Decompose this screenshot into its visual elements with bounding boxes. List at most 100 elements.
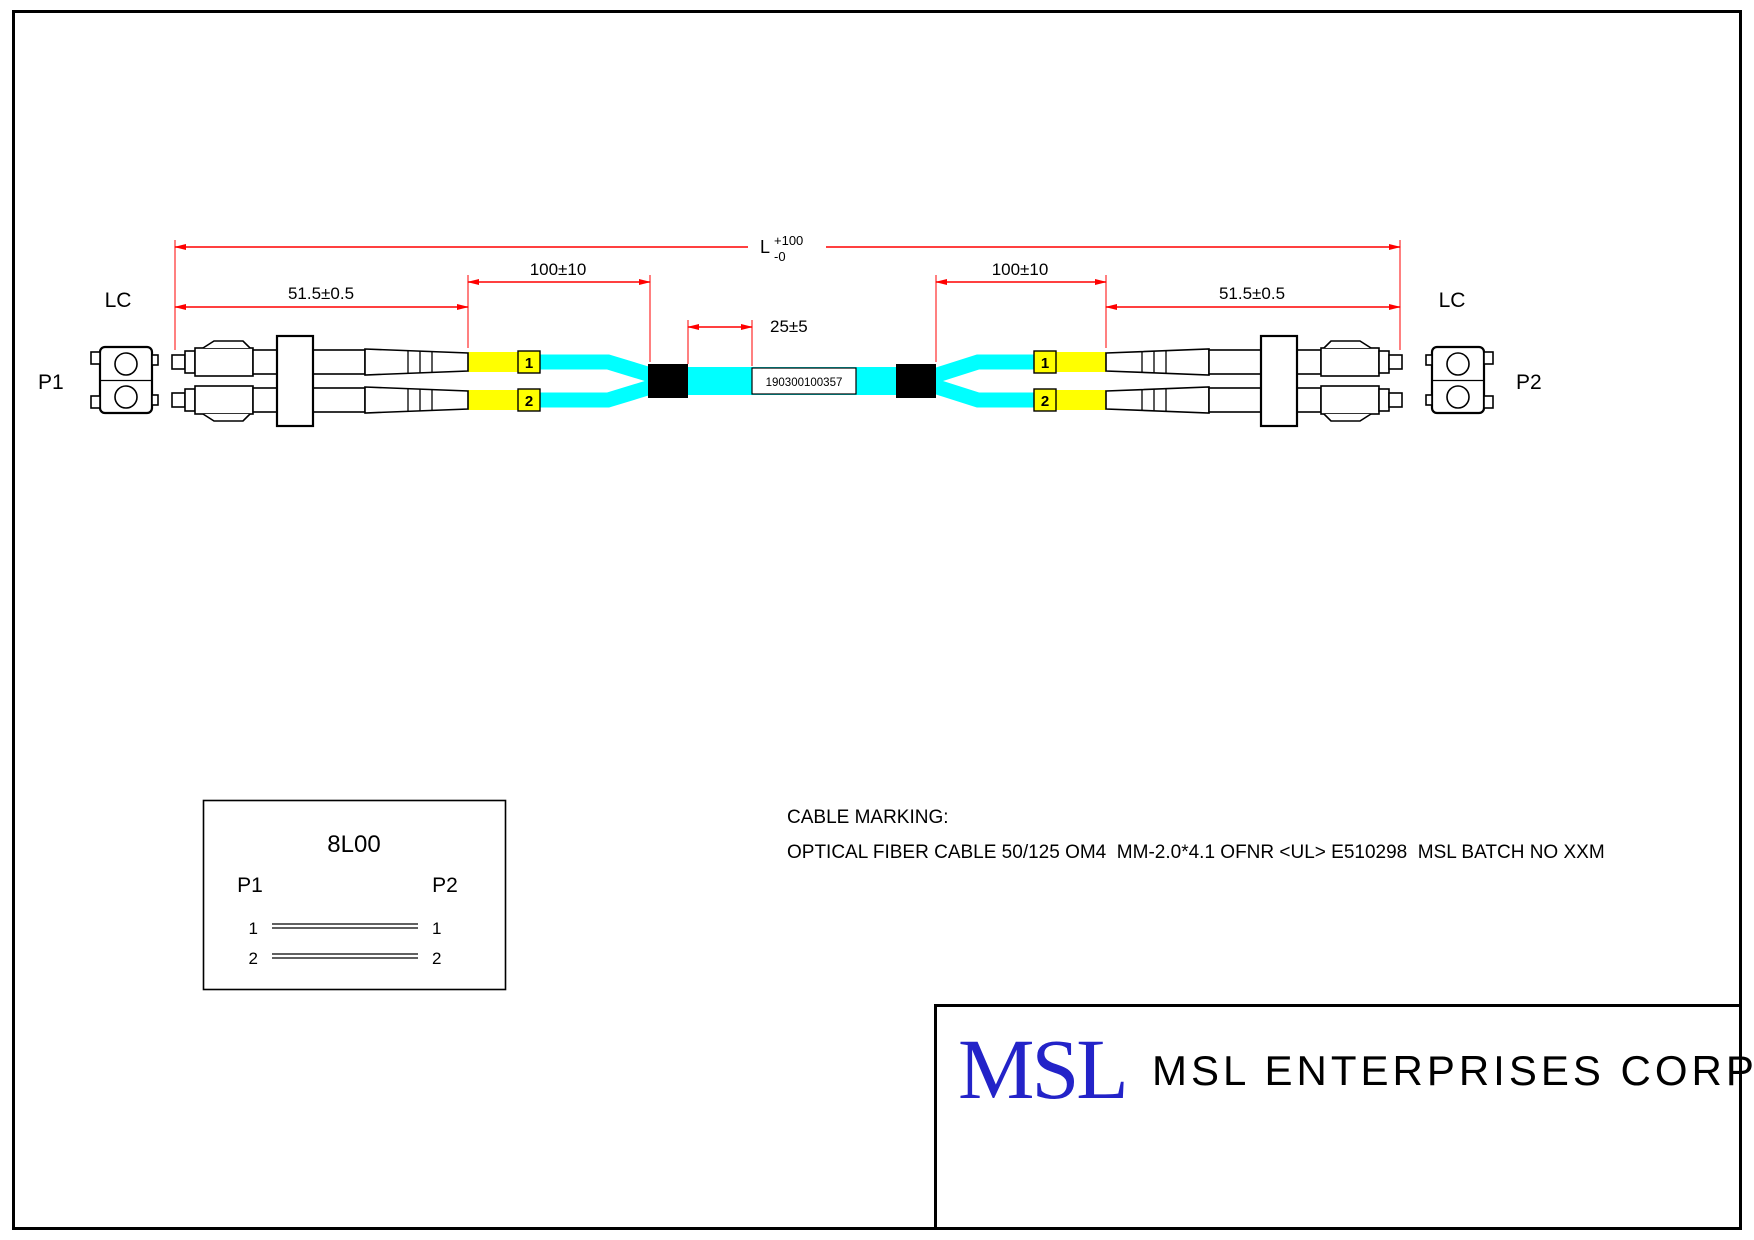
overall-dim-base: L xyxy=(760,237,770,257)
fiber2-breakout-left xyxy=(540,378,657,408)
left-ferrule-top-icon xyxy=(114,352,138,376)
right-bottom-back xyxy=(1296,387,1322,413)
right-connector xyxy=(1105,334,1403,428)
left-duplex-clip xyxy=(275,334,315,428)
dimension-right-connector-section: 51.5±0.5 xyxy=(1105,275,1401,348)
left-top-flange xyxy=(184,350,196,374)
title-block: MSL MSL ENTERPRISES CORP. xyxy=(934,1004,1754,1230)
end-p1-label: P1 xyxy=(38,371,64,394)
fiber2-marker-left xyxy=(517,388,541,412)
left-bottom-back xyxy=(252,387,278,413)
left-top-back xyxy=(252,349,278,375)
polarity-diagram: 8L00 P1 P2 1 1 2 2 xyxy=(202,799,507,991)
right-duplex-clip xyxy=(1259,334,1299,428)
dimension-left-connector-section: 51.5±0.5 xyxy=(174,275,469,348)
dimension-right-breakout: 100±10 xyxy=(935,260,1107,362)
cable-marking-title: CABLE MARKING: xyxy=(787,807,949,828)
fiber1-marker-right-text: 1 xyxy=(1041,355,1049,372)
dimension-overall-length: L +100 -0 xyxy=(174,233,1401,350)
polarity-box xyxy=(202,799,507,991)
polarity-p1-header: P1 xyxy=(237,874,263,897)
left-ferrule-bottom-icon xyxy=(114,385,138,409)
right-top-ferrule xyxy=(1388,354,1403,370)
overall-dim-plus-tol: +100 xyxy=(774,233,803,248)
cable-marking-note: CABLE MARKING: OPTICAL FIBER CABLE 50/12… xyxy=(787,807,1605,863)
left-top-latch xyxy=(202,340,251,349)
fiber2-breakout-right xyxy=(931,378,1036,408)
left-end-view-tab-top xyxy=(151,354,159,366)
polarity-row2-left: 2 xyxy=(249,949,258,968)
right-end-view-tab-bottom xyxy=(1425,394,1433,406)
title-block-border xyxy=(934,1004,1742,1230)
right-end-view-latch-top xyxy=(1483,351,1494,365)
right-top-latch xyxy=(1323,340,1372,349)
polarity-row1-left: 1 xyxy=(249,919,258,938)
left-top-boot xyxy=(364,348,469,376)
right-bottom-ferrule xyxy=(1388,392,1403,408)
company-name: MSL ENTERPRISES CORP. xyxy=(1152,1047,1754,1094)
polarity-row-1: 1 1 xyxy=(249,919,442,938)
left-top-ferrule xyxy=(171,354,186,370)
right-breakout-dim-text: 100±10 xyxy=(992,260,1049,279)
cable-marking-text: OPTICAL FIBER CABLE 50/125 OM4 MM-2.0*4.… xyxy=(787,842,1605,863)
serial-label xyxy=(751,367,857,395)
left-end-view-latch-bottom xyxy=(90,395,101,409)
right-bottom-flange xyxy=(1378,388,1390,412)
left-bottom-body xyxy=(194,385,254,415)
company-logo: MSL xyxy=(958,1021,1126,1117)
serial-label-text: 190300100357 xyxy=(766,377,843,389)
polarity-p2-header: P2 xyxy=(432,874,458,897)
fiber1-marker-left xyxy=(517,350,541,374)
fiber1-marker-left-text: 1 xyxy=(525,355,533,372)
right-ferrule-bottom-icon xyxy=(1446,385,1470,409)
left-bottom-flange xyxy=(184,388,196,412)
fiber2-marker-left-text: 2 xyxy=(525,393,533,410)
right-top-boot xyxy=(1105,348,1210,376)
fiber1-marker-right xyxy=(1033,350,1057,374)
left-top-rear xyxy=(312,349,366,375)
right-bottom-boot xyxy=(1105,386,1210,414)
polarity-row2-right: 2 xyxy=(432,949,441,968)
end-p2-label: P2 xyxy=(1516,371,1542,394)
left-end-view-tab-bottom xyxy=(151,394,159,406)
label-position-dim-text: 25±5 xyxy=(770,317,808,336)
polarity-model: 8L00 xyxy=(327,831,380,858)
fiber1-breakout-left xyxy=(540,354,657,384)
left-breakout-dim-text: 100±10 xyxy=(530,260,587,279)
right-end-view-latch-bottom xyxy=(1483,395,1494,409)
connector-type-right-label: LC xyxy=(1439,289,1466,312)
right-top-flange xyxy=(1378,350,1390,374)
right-end-view-tab-top xyxy=(1425,354,1433,366)
fiber2-marker-right-text: 2 xyxy=(1041,393,1049,410)
left-end-view-latch-top xyxy=(90,351,101,365)
fiber2-marker-right xyxy=(1033,388,1057,412)
right-bottom-rear xyxy=(1208,387,1262,413)
furcation-block-right xyxy=(896,364,936,398)
right-ferrule-top-icon xyxy=(1446,352,1470,376)
furcation-block-left xyxy=(648,364,688,398)
polarity-row1-right: 1 xyxy=(432,919,441,938)
right-top-rear xyxy=(1208,349,1262,375)
cable-assembly: 190300100357 1 2 1 2 xyxy=(468,350,1106,412)
right-end-view xyxy=(1425,345,1494,415)
left-bottom-boot xyxy=(364,386,469,414)
right-connector-dim-text: 51.5±0.5 xyxy=(1219,284,1285,303)
right-bottom-body xyxy=(1320,385,1380,415)
right-bottom-latch xyxy=(1323,413,1372,422)
left-bottom-latch xyxy=(202,413,251,422)
left-bottom-rear xyxy=(312,387,366,413)
left-bottom-ferrule xyxy=(171,392,186,408)
connector-type-left-label: LC xyxy=(105,289,132,312)
drawing-border xyxy=(12,10,1742,1230)
fiber1-breakout-right xyxy=(931,354,1036,384)
right-top-body xyxy=(1320,347,1380,377)
left-connector xyxy=(171,334,469,428)
left-connector-dim-text: 51.5±0.5 xyxy=(288,284,354,303)
dimension-left-breakout: 100±10 xyxy=(467,260,651,362)
polarity-row-2: 2 2 xyxy=(249,949,442,968)
left-top-body xyxy=(194,347,254,377)
left-end-view xyxy=(90,345,159,415)
dimension-label-position: 25±5 xyxy=(687,317,808,366)
right-top-back xyxy=(1296,349,1322,375)
